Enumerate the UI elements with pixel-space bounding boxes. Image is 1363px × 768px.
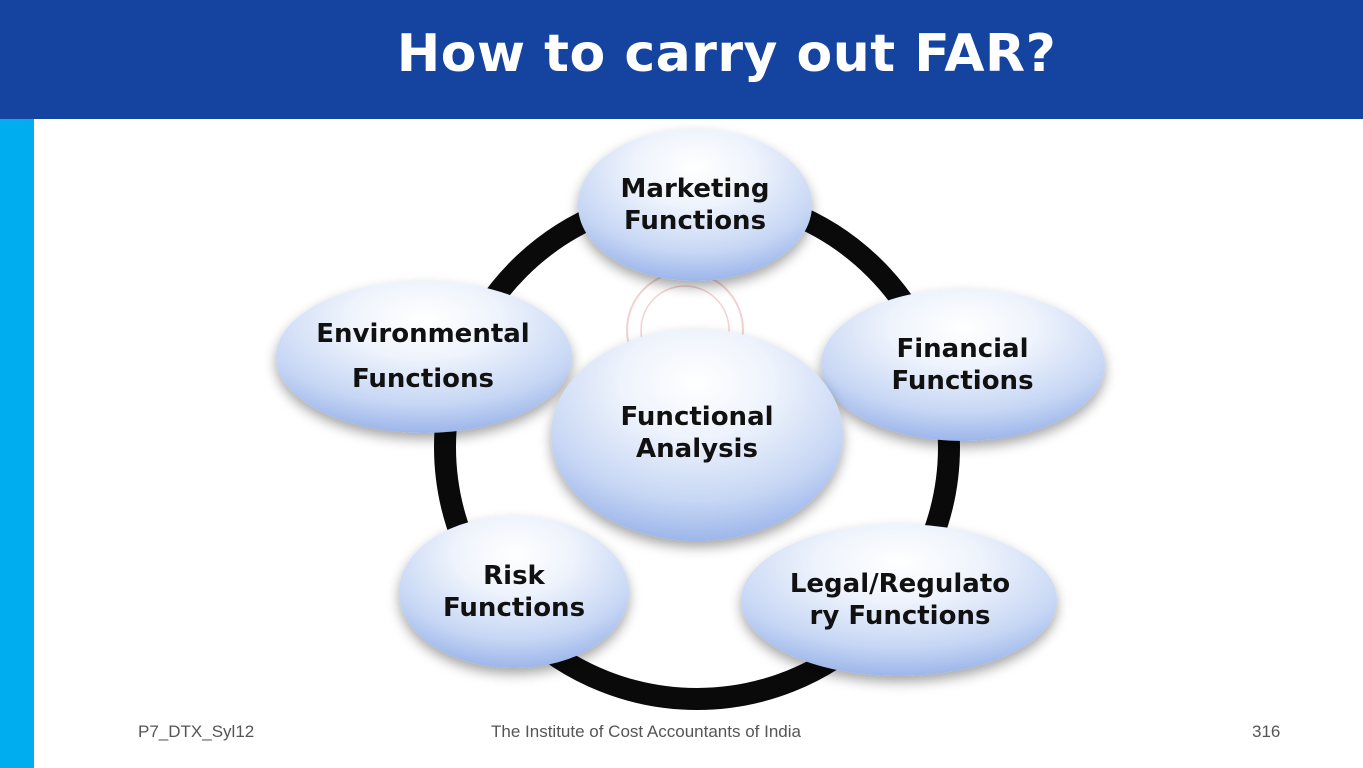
center-bubble (551, 329, 843, 541)
legal-regulatory-functions-label: Legal/Regulato ry Functions (770, 560, 1030, 640)
header-bar (0, 0, 1363, 119)
financial-functions-label: Financial Functions (850, 325, 1075, 405)
risk-line2: Functions (442, 593, 586, 623)
marketing-functions-label: Marketing Functions (600, 165, 790, 245)
functional-analysis-label: Functional Analysis (582, 393, 812, 473)
risk-line1: Risk (483, 561, 545, 591)
legal-line1: Legal/Regulato (789, 569, 1011, 599)
footer-course-code: P7_DTX_Syl12 (138, 722, 255, 741)
financial-bubble (821, 289, 1105, 441)
left-accent-stripe (0, 119, 34, 768)
financial-line1: Financial (896, 334, 1029, 364)
center-line1: Functional (620, 402, 774, 432)
risk-bubble (399, 516, 629, 668)
center-line2: Analysis (636, 434, 758, 464)
environmental-bubble (276, 281, 572, 433)
environmental-line1: Environmental (316, 319, 530, 349)
footer-page-number: 316 (1252, 722, 1281, 741)
legal-bubble (741, 524, 1057, 676)
risk-functions-label: Risk Functions (419, 552, 609, 632)
slide-title: How to carry out FAR? (396, 24, 1057, 84)
footer-institute-name: The Institute of Cost Accountants of Ind… (491, 722, 801, 741)
marketing-bubble (578, 129, 812, 281)
environmental-functions-label: Environmental Functions (300, 312, 546, 402)
financial-line2: Functions (891, 366, 1034, 396)
marketing-line2: Functions (623, 206, 767, 236)
marketing-line1: Marketing (620, 174, 770, 204)
environmental-line2: Functions (351, 364, 495, 394)
legal-line2: ry Functions (809, 601, 991, 631)
